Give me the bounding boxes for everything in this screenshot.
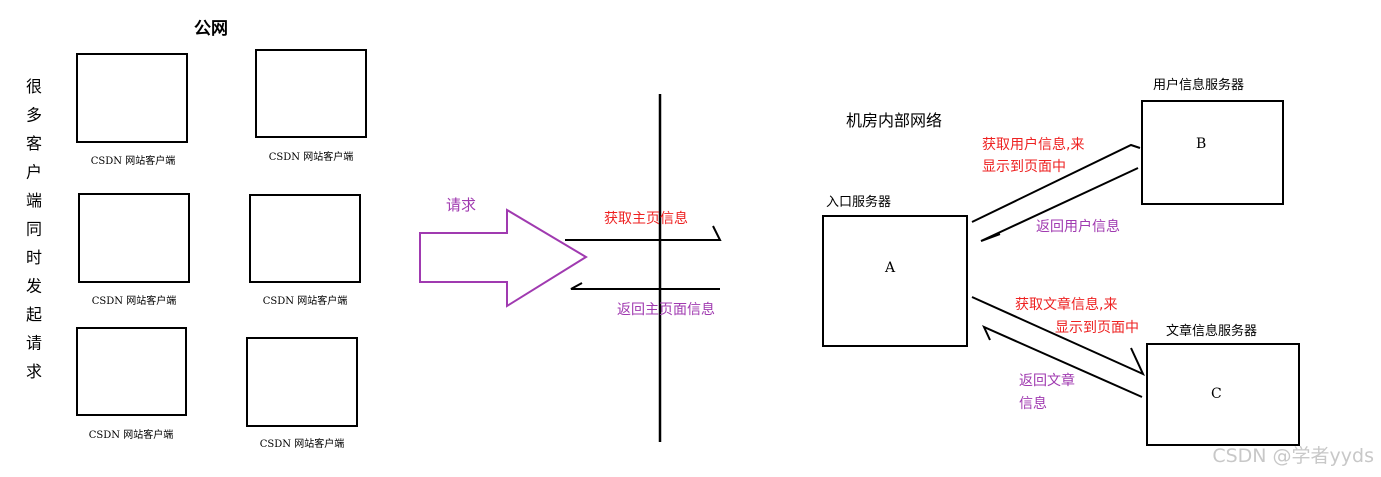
return-home-arrow (570, 282, 720, 290)
side-label-char: 发 (26, 277, 42, 296)
server-a-box (822, 215, 968, 347)
client-label: CSDN 网站客户端 (91, 154, 175, 167)
side-label-char: 多 (26, 106, 42, 125)
client-box (249, 194, 361, 283)
get-home-arrow (565, 225, 722, 241)
server-b-letter: B (1196, 136, 1206, 152)
return-article-line2: 信息 (1019, 395, 1047, 412)
return-user-arrow (980, 167, 1139, 242)
get-article-line1: 获取文章信息,来 (1015, 296, 1117, 313)
return-article-line1: 返回文章 (1019, 372, 1075, 389)
side-label-char: 很 (26, 77, 42, 96)
request-label: 请求 (446, 196, 476, 214)
public-net-title: 公网 (194, 19, 228, 39)
server-a-letter: A (884, 260, 896, 276)
dc-title: 机房内部网络 (846, 111, 942, 130)
side-label-char: 端 (26, 191, 42, 210)
client-label: CSDN 网站客户端 (269, 150, 353, 163)
client-label: CSDN 网站客户端 (263, 294, 347, 307)
watermark: CSDN @学者yyds (1212, 445, 1374, 467)
article-server-label: 文章信息服务器 (1166, 323, 1257, 339)
side-label-char: 客 (26, 134, 42, 153)
client-box (76, 53, 188, 143)
client-box (246, 337, 358, 427)
client-label: CSDN 网站客户端 (89, 428, 173, 441)
user-server-label: 用户信息服务器 (1153, 77, 1244, 93)
side-label-char: 请 (26, 334, 42, 353)
server-c-letter: C (1211, 386, 1222, 402)
side-label-char: 户 (26, 163, 42, 182)
client-label: CSDN 网站客户端 (260, 437, 344, 450)
side-label-char: 求 (26, 362, 42, 381)
get-user-arrow (971, 143, 1141, 223)
request-arrow (419, 208, 588, 308)
client-grid (76, 49, 367, 427)
get-article-arrow (971, 296, 1146, 377)
client-label: CSDN 网站客户端 (92, 294, 176, 307)
get-home-label: 获取主页信息 (604, 210, 688, 227)
get-user-line2: 显示到页面中 (982, 159, 1066, 175)
client-box (255, 49, 367, 138)
side-label-char: 同 (26, 220, 42, 239)
return-user-label: 返回用户信息 (1036, 218, 1120, 235)
return-article-arrow (981, 325, 1143, 398)
side-label-char: 时 (26, 248, 42, 267)
get-user-line1: 获取用户信息,来 (982, 136, 1084, 153)
return-home-label: 返回主页面信息 (617, 301, 715, 318)
side-label-char: 起 (26, 305, 42, 324)
server-b-box (1141, 100, 1284, 205)
client-box (76, 327, 187, 416)
server-c-box (1146, 343, 1300, 446)
get-article-line2: 显示到页面中 (1055, 320, 1139, 336)
client-box (78, 193, 190, 283)
entry-server-label: 入口服务器 (826, 194, 891, 210)
